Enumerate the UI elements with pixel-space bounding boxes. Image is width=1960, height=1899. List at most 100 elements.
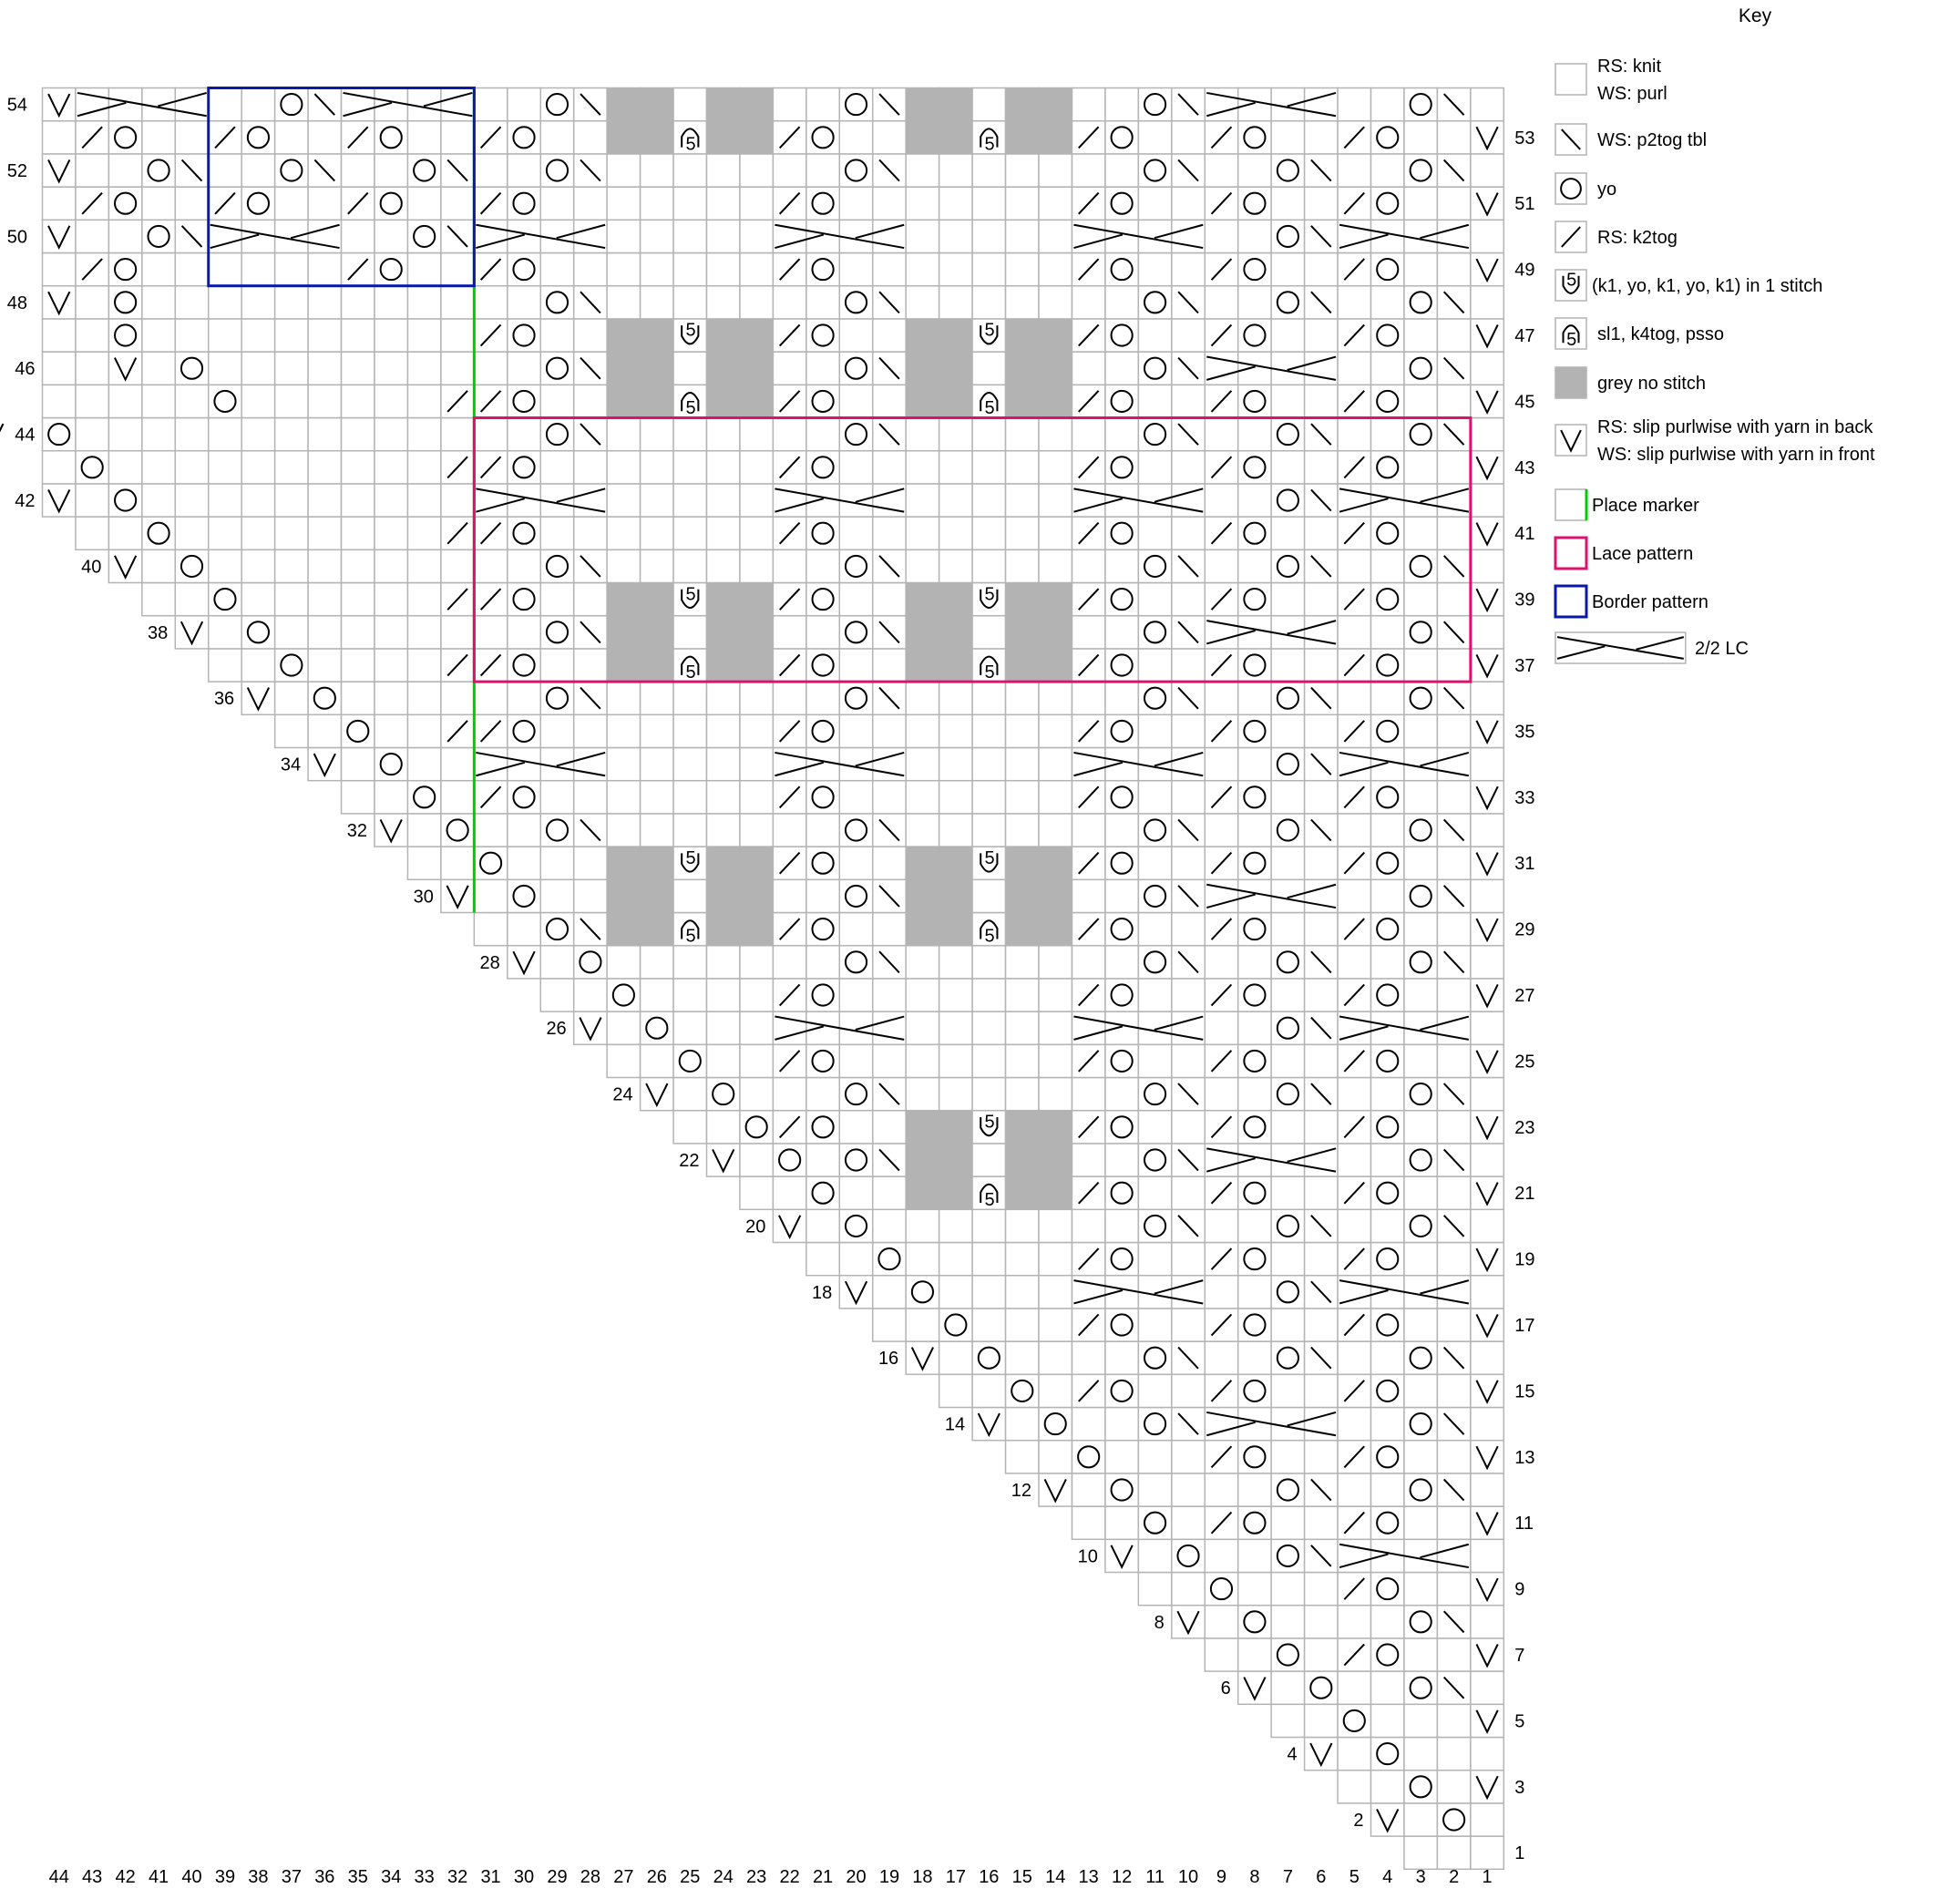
chart-cell	[1337, 1473, 1372, 1507]
chart-cell	[273, 318, 309, 353]
chart-cell	[1237, 1274, 1272, 1309]
cable-line-a	[1206, 1147, 1337, 1173]
yo-symbol	[1110, 389, 1134, 413]
chart-cell	[1270, 284, 1306, 320]
chart-cell	[374, 449, 409, 485]
yo-symbol	[1276, 1280, 1299, 1304]
chart-cell	[971, 251, 1007, 287]
yo-circle	[1176, 1544, 1200, 1567]
yo-circle	[512, 785, 536, 809]
chart-cell	[141, 153, 177, 188]
k2tog-line	[778, 323, 801, 347]
chart-cell	[572, 978, 608, 1012]
cable-line-b	[855, 751, 905, 767]
chart-cell	[1071, 1473, 1106, 1507]
chart-cell	[639, 1043, 674, 1079]
k2tog-line	[1343, 1511, 1365, 1535]
k2tog-line	[1343, 918, 1365, 940]
k2tog-symbol	[1078, 720, 1100, 743]
chart-cell	[1237, 1308, 1272, 1342]
slip-symbol	[1475, 1577, 1499, 1603]
p2tog-line	[1442, 1478, 1465, 1502]
k2tog-line	[1343, 1247, 1365, 1270]
chart-cell	[507, 813, 541, 847]
k2tog-line	[1078, 456, 1100, 479]
p2tog-line	[580, 423, 601, 446]
key-item-yo: yo	[1555, 172, 1616, 205]
grey-symbol	[906, 648, 939, 683]
yo-symbol	[844, 1083, 868, 1106]
chart-cell	[406, 713, 442, 749]
key-item-lace: Lace pattern	[1554, 536, 1693, 570]
chart-cell	[806, 153, 841, 188]
row-number-left: 40	[81, 557, 101, 577]
inc5-symbol: 5	[681, 848, 700, 873]
chart-cell	[1004, 549, 1040, 584]
no-stitch-fill	[1005, 1176, 1039, 1210]
yo-circle	[1077, 1445, 1101, 1469]
slip-v	[180, 621, 204, 646]
chart-cell	[938, 713, 973, 749]
chart-cell	[1303, 713, 1339, 749]
chart-cell	[340, 384, 375, 419]
dec5-arch	[980, 1183, 999, 1204]
yo-circle	[1110, 719, 1134, 743]
chart-cell	[739, 944, 775, 980]
column-number: 21	[813, 1867, 833, 1887]
chart-cell	[174, 251, 210, 287]
chart-cell	[1403, 813, 1439, 847]
chart-cell	[108, 416, 143, 452]
grey-symbol	[1005, 615, 1039, 649]
k2tog-line	[1210, 918, 1233, 940]
yo-circle	[645, 1016, 669, 1040]
yo-symbol	[844, 884, 868, 908]
p2tog-line	[580, 686, 601, 710]
chart-cell	[705, 483, 741, 518]
p2tog-line	[313, 93, 335, 116]
p2tog-symbol	[1310, 488, 1332, 512]
row-number-left: 42	[15, 491, 35, 511]
chart-cell	[1104, 878, 1140, 914]
row-number-left: 22	[679, 1151, 699, 1171]
chart-cell	[938, 1340, 973, 1376]
chart-cell	[739, 1109, 775, 1145]
chart-cell	[1004, 1011, 1040, 1046]
chart-cell	[1403, 779, 1439, 815]
chart-cell	[1470, 219, 1505, 254]
chart-cell	[141, 483, 177, 518]
p2tog-symbol	[1310, 555, 1332, 578]
chart-cell	[1270, 1373, 1306, 1409]
chart-cell	[838, 153, 874, 188]
column-number: 3	[1416, 1867, 1426, 1887]
yo-symbol	[1243, 456, 1267, 479]
chart-cell	[971, 713, 1007, 749]
chart-cell	[1370, 746, 1405, 782]
k2tog-symbol	[1343, 653, 1365, 677]
chart-cell	[1038, 1340, 1073, 1376]
yo-circle	[579, 950, 602, 974]
yo-symbol	[1376, 1313, 1400, 1337]
no-stitch-fill	[640, 318, 674, 353]
k2tog-line	[1343, 1380, 1365, 1402]
chart-cell	[705, 186, 741, 221]
chart-cell	[739, 1043, 775, 1079]
yo-symbol	[1409, 1346, 1432, 1370]
grey-symbol	[706, 912, 740, 946]
p2tog-line	[1442, 159, 1465, 182]
chart-cell	[507, 581, 541, 617]
grey-symbol	[1039, 615, 1072, 649]
p2tog-line	[1310, 1478, 1332, 1502]
chart-cell	[1470, 251, 1505, 287]
chart-cell	[1303, 384, 1339, 419]
chart-cell	[307, 681, 343, 716]
row-number-right: 53	[1514, 128, 1534, 149]
chart-cell	[1270, 1043, 1306, 1079]
cable-symbol	[775, 223, 905, 250]
chart-cell	[1104, 318, 1140, 353]
k2tog-symbol	[1210, 983, 1233, 1007]
chart-cell	[838, 878, 874, 914]
chart-cell	[1171, 1241, 1206, 1277]
cable-line-c	[343, 101, 393, 118]
chart-cell	[971, 944, 1007, 980]
chart-cell	[572, 581, 608, 617]
